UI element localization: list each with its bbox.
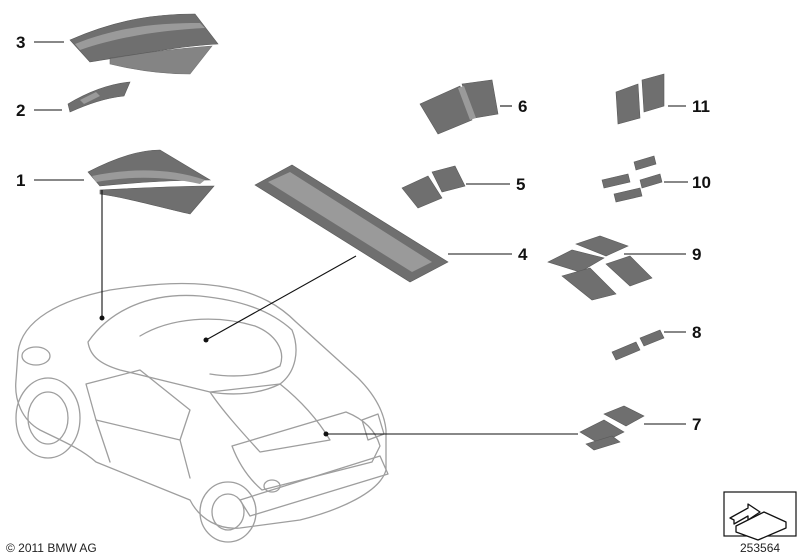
- part-1-stripes[interactable]: [87, 149, 215, 215]
- callout-11[interactable]: 11: [692, 97, 710, 116]
- part-7-stripes[interactable]: [579, 405, 645, 451]
- leader-lines: [34, 41, 688, 437]
- image-number: 253564: [740, 541, 781, 555]
- copyright-text: © 2011 BMW AG: [6, 541, 97, 555]
- part-11-stripes[interactable]: [615, 73, 665, 125]
- part-3-stripes[interactable]: [69, 13, 219, 75]
- callout-3[interactable]: 3: [16, 33, 26, 52]
- part-8-stripes[interactable]: [611, 329, 665, 361]
- callout-8[interactable]: 8: [692, 323, 702, 342]
- callout-2[interactable]: 2: [16, 101, 26, 120]
- navigation-arrow-icon[interactable]: [723, 491, 797, 541]
- part-2-stripes[interactable]: [67, 81, 131, 113]
- car-outline-drawing: [15, 282, 389, 543]
- part-9-stripes[interactable]: [547, 235, 653, 301]
- part-5-stripes[interactable]: [401, 165, 466, 209]
- leader-4-car: [205, 255, 357, 341]
- callout-10[interactable]: 10: [692, 173, 711, 192]
- part-4-stripes[interactable]: [254, 164, 449, 283]
- callout-1[interactable]: 1: [16, 171, 26, 190]
- callout-7[interactable]: 7: [692, 415, 702, 434]
- part-10-stripes[interactable]: [601, 155, 663, 203]
- callout-6[interactable]: 6: [518, 97, 528, 116]
- callout-5[interactable]: 5: [516, 175, 526, 194]
- callout-4[interactable]: 4: [518, 245, 528, 264]
- part-6-stripes[interactable]: [419, 79, 499, 135]
- callout-9[interactable]: 9: [692, 245, 702, 264]
